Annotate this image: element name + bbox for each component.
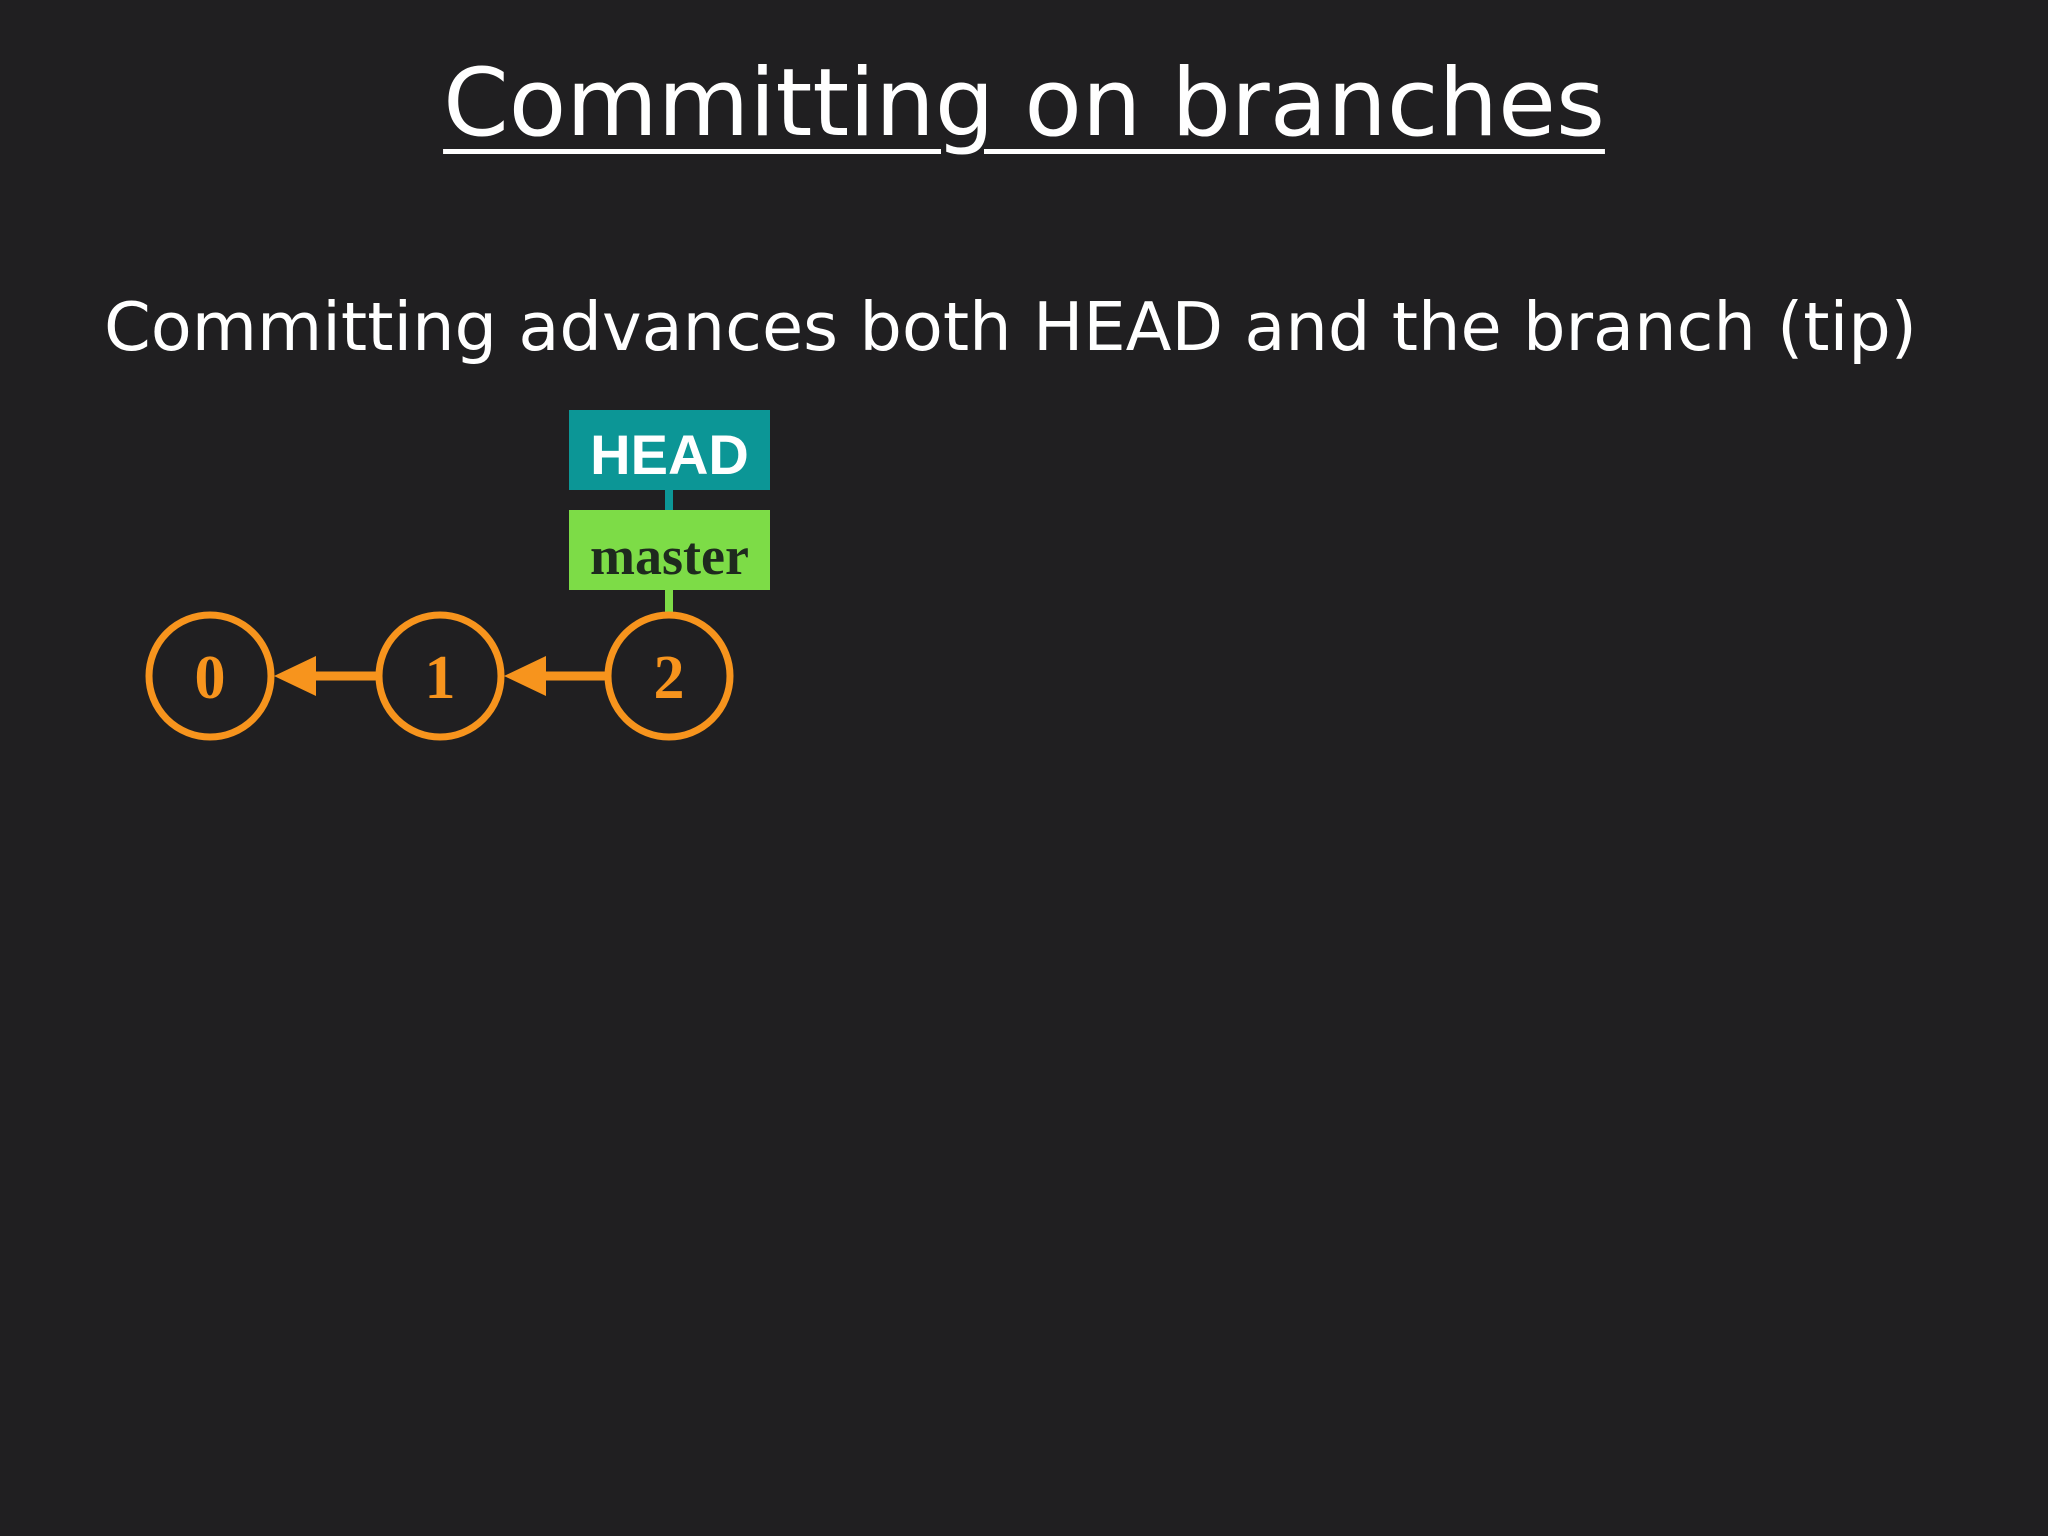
- commit-node-0: 0: [145, 611, 275, 741]
- branch-pointer-master: master: [569, 510, 770, 590]
- commit-node-2: 2: [604, 611, 734, 741]
- head-pointer: HEAD: [569, 410, 770, 490]
- head-label: HEAD: [590, 423, 749, 486]
- slide-subtitle: Committing advances both HEAD and the br…: [104, 288, 1917, 366]
- branch-box: [569, 510, 770, 590]
- commit-node-1: 1: [375, 611, 505, 741]
- branch-label: master: [590, 526, 749, 586]
- commit-label: 1: [425, 644, 456, 712]
- slide-title: Committing on branches: [443, 49, 1605, 158]
- commit-label: 0: [195, 644, 226, 712]
- commit-label: 2: [654, 644, 685, 712]
- parent-arrow-2-to-1: [504, 656, 606, 696]
- parent-arrow-1-to-0: [274, 656, 376, 696]
- head-box: [569, 410, 770, 490]
